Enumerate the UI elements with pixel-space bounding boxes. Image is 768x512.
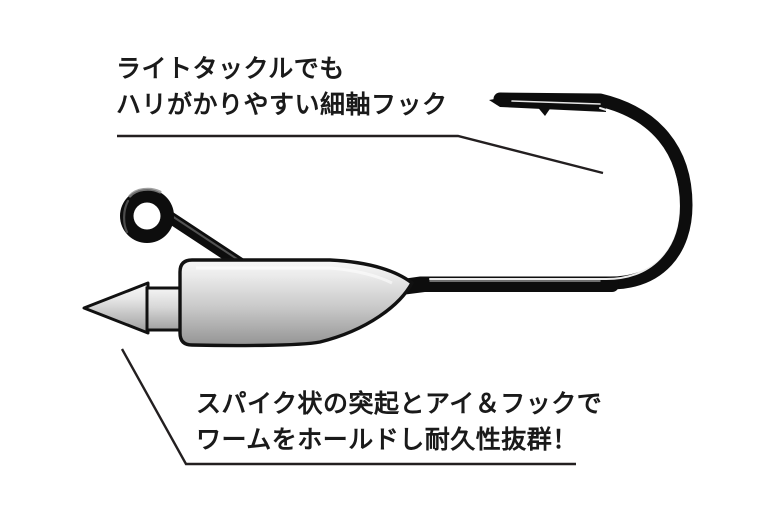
fishing-hook bbox=[162, 92, 693, 309]
hook-eye-ring bbox=[120, 187, 174, 243]
top-leader-line bbox=[117, 134, 604, 175]
spike-collar bbox=[145, 286, 185, 332]
callout-top-line-2: ハリがかりやすい細軸フック bbox=[116, 90, 448, 119]
head-feature-callout: スパイク状の突起とアイ＆フックで ワームをホールドし耐久性抜群！ bbox=[196, 387, 602, 458]
callout-bottom-line-1: スパイク状の突起とアイ＆フックで bbox=[196, 390, 603, 418]
worm-keeper-spike bbox=[82, 281, 150, 335]
callout-bottom-line-2: ワームをホールドし耐久性抜群！ bbox=[196, 425, 578, 454]
jig-head-body bbox=[178, 258, 414, 348]
hook-feature-callout: ライトタックルでも ハリがかりやすい細軸フック bbox=[116, 52, 448, 123]
callout-top-line-1: ライトタックルでも bbox=[116, 55, 345, 83]
